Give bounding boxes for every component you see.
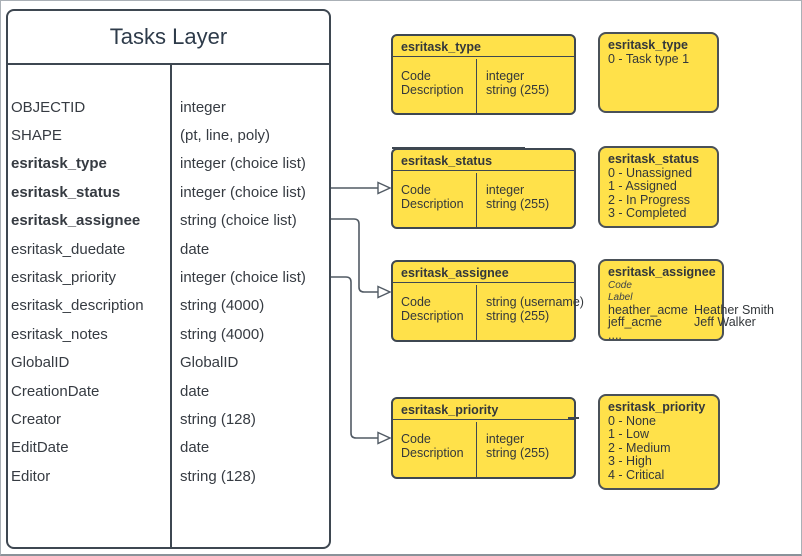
arrowhead-status [377, 181, 392, 195]
field-row: SHAPE (pt, line, poly) [8, 121, 329, 149]
field-row: esritask_notes string (4000) [8, 320, 329, 348]
field-type: integer (choice list) [180, 269, 306, 287]
field-type: date [180, 382, 210, 400]
domain-value: 0 - Task type 1 [608, 51, 690, 66]
field-row: Creator string (128) [8, 405, 329, 433]
field-row: esritask_assignee string (choice list) [8, 207, 329, 235]
field-name: esritask_status [11, 183, 121, 201]
domain-box-assignee: esritask_assignee Code Label heather_acm… [598, 259, 774, 343]
domain-values: 0 - Task type 1 [608, 51, 709, 67]
domain-title: esritask_status [608, 152, 700, 166]
field-row: esritask_priority integer (choice list) [8, 263, 329, 291]
field-row: esritask_duedate date [8, 235, 329, 263]
field-name: CreationDate [11, 382, 100, 400]
domain-value: 3 - Completed [608, 206, 687, 221]
arrowhead-assignee [377, 285, 392, 299]
field-name: EditDate [11, 439, 69, 457]
status-box-top-line [392, 147, 525, 149]
domain-more-ellipsis: .... [608, 328, 622, 343]
field-type: integer (choice list) [180, 155, 306, 173]
col-header-label: Label [608, 291, 633, 303]
domain-value: 2 - Medium [608, 440, 671, 455]
field-name: esritask_assignee [11, 212, 141, 230]
field-row: esritask_status integer (choice list) [8, 178, 329, 206]
domain-title: esritask_assignee [608, 265, 716, 279]
field-name: esritask_duedate [11, 240, 126, 258]
domain-title: esritask_priority [608, 400, 706, 414]
field-type: string (4000) [180, 297, 265, 315]
field-name: Editor [11, 467, 51, 485]
field-row: esritask_description string (4000) [8, 292, 329, 320]
connector-assignee [331, 218, 378, 293]
field-row: OBJECTID integer [8, 93, 329, 121]
field-name: esritask_notes [11, 325, 108, 343]
column-divider [170, 65, 172, 547]
definition-title: esritask_type [393, 36, 574, 57]
arrowhead-priority [377, 431, 392, 445]
field-name: OBJECTID [11, 98, 86, 116]
domain-value: 3 - High [608, 454, 652, 469]
domain-box-type: esritask_type 0 - Task type 1 [598, 32, 719, 113]
field-type: integer [180, 98, 226, 116]
domain-value: 2 - In Progress [608, 192, 690, 207]
domain-title: esritask_type [608, 38, 688, 52]
field-type: date [180, 240, 210, 258]
field-name: esritask_type [11, 155, 107, 173]
field-row: Editor string (128) [8, 462, 329, 490]
field-type: string (128) [180, 410, 256, 428]
field-type: date [180, 439, 210, 457]
field-type: string (choice list) [180, 212, 297, 230]
field-row: CreationDate date [8, 377, 329, 405]
col-header-code: Code [608, 279, 632, 291]
domain-column-headers: Code Label [608, 280, 714, 304]
field-name: esritask_priority [11, 269, 117, 287]
domain-value: 0 - None [608, 413, 656, 428]
field-type: GlobalID [180, 354, 239, 372]
domain-value: 1 - Assigned [608, 179, 677, 194]
field-name: esritask_description [11, 297, 144, 315]
field-row: esritask_type integer (choice list) [8, 150, 329, 178]
domain-value: 1 - Low [608, 427, 649, 442]
definition-field-types: string (username)string (255) [486, 294, 584, 324]
field-row: GlobalID GlobalID [8, 349, 329, 377]
field-type: (pt, line, poly) [180, 127, 271, 145]
definition-title: esritask_priority [393, 399, 574, 420]
field-name: GlobalID [11, 354, 70, 372]
domain-value: 0 - Unassigned [608, 165, 693, 180]
field-type: integer (choice list) [180, 183, 306, 201]
field-type: string (128) [180, 467, 256, 485]
field-name: SHAPE [11, 127, 62, 145]
field-name: Creator [11, 410, 62, 428]
definition-title: esritask_assignee [393, 262, 574, 283]
priority-divider-overshoot [568, 417, 579, 419]
field-type: string (4000) [180, 325, 265, 343]
connector-priority [331, 276, 378, 439]
tasks-layer-title: Tasks Layer [8, 11, 329, 65]
field-row: EditDate date [8, 434, 329, 462]
domain-value: 4 - Critical [608, 467, 665, 482]
definition-title: esritask_status [393, 150, 574, 171]
